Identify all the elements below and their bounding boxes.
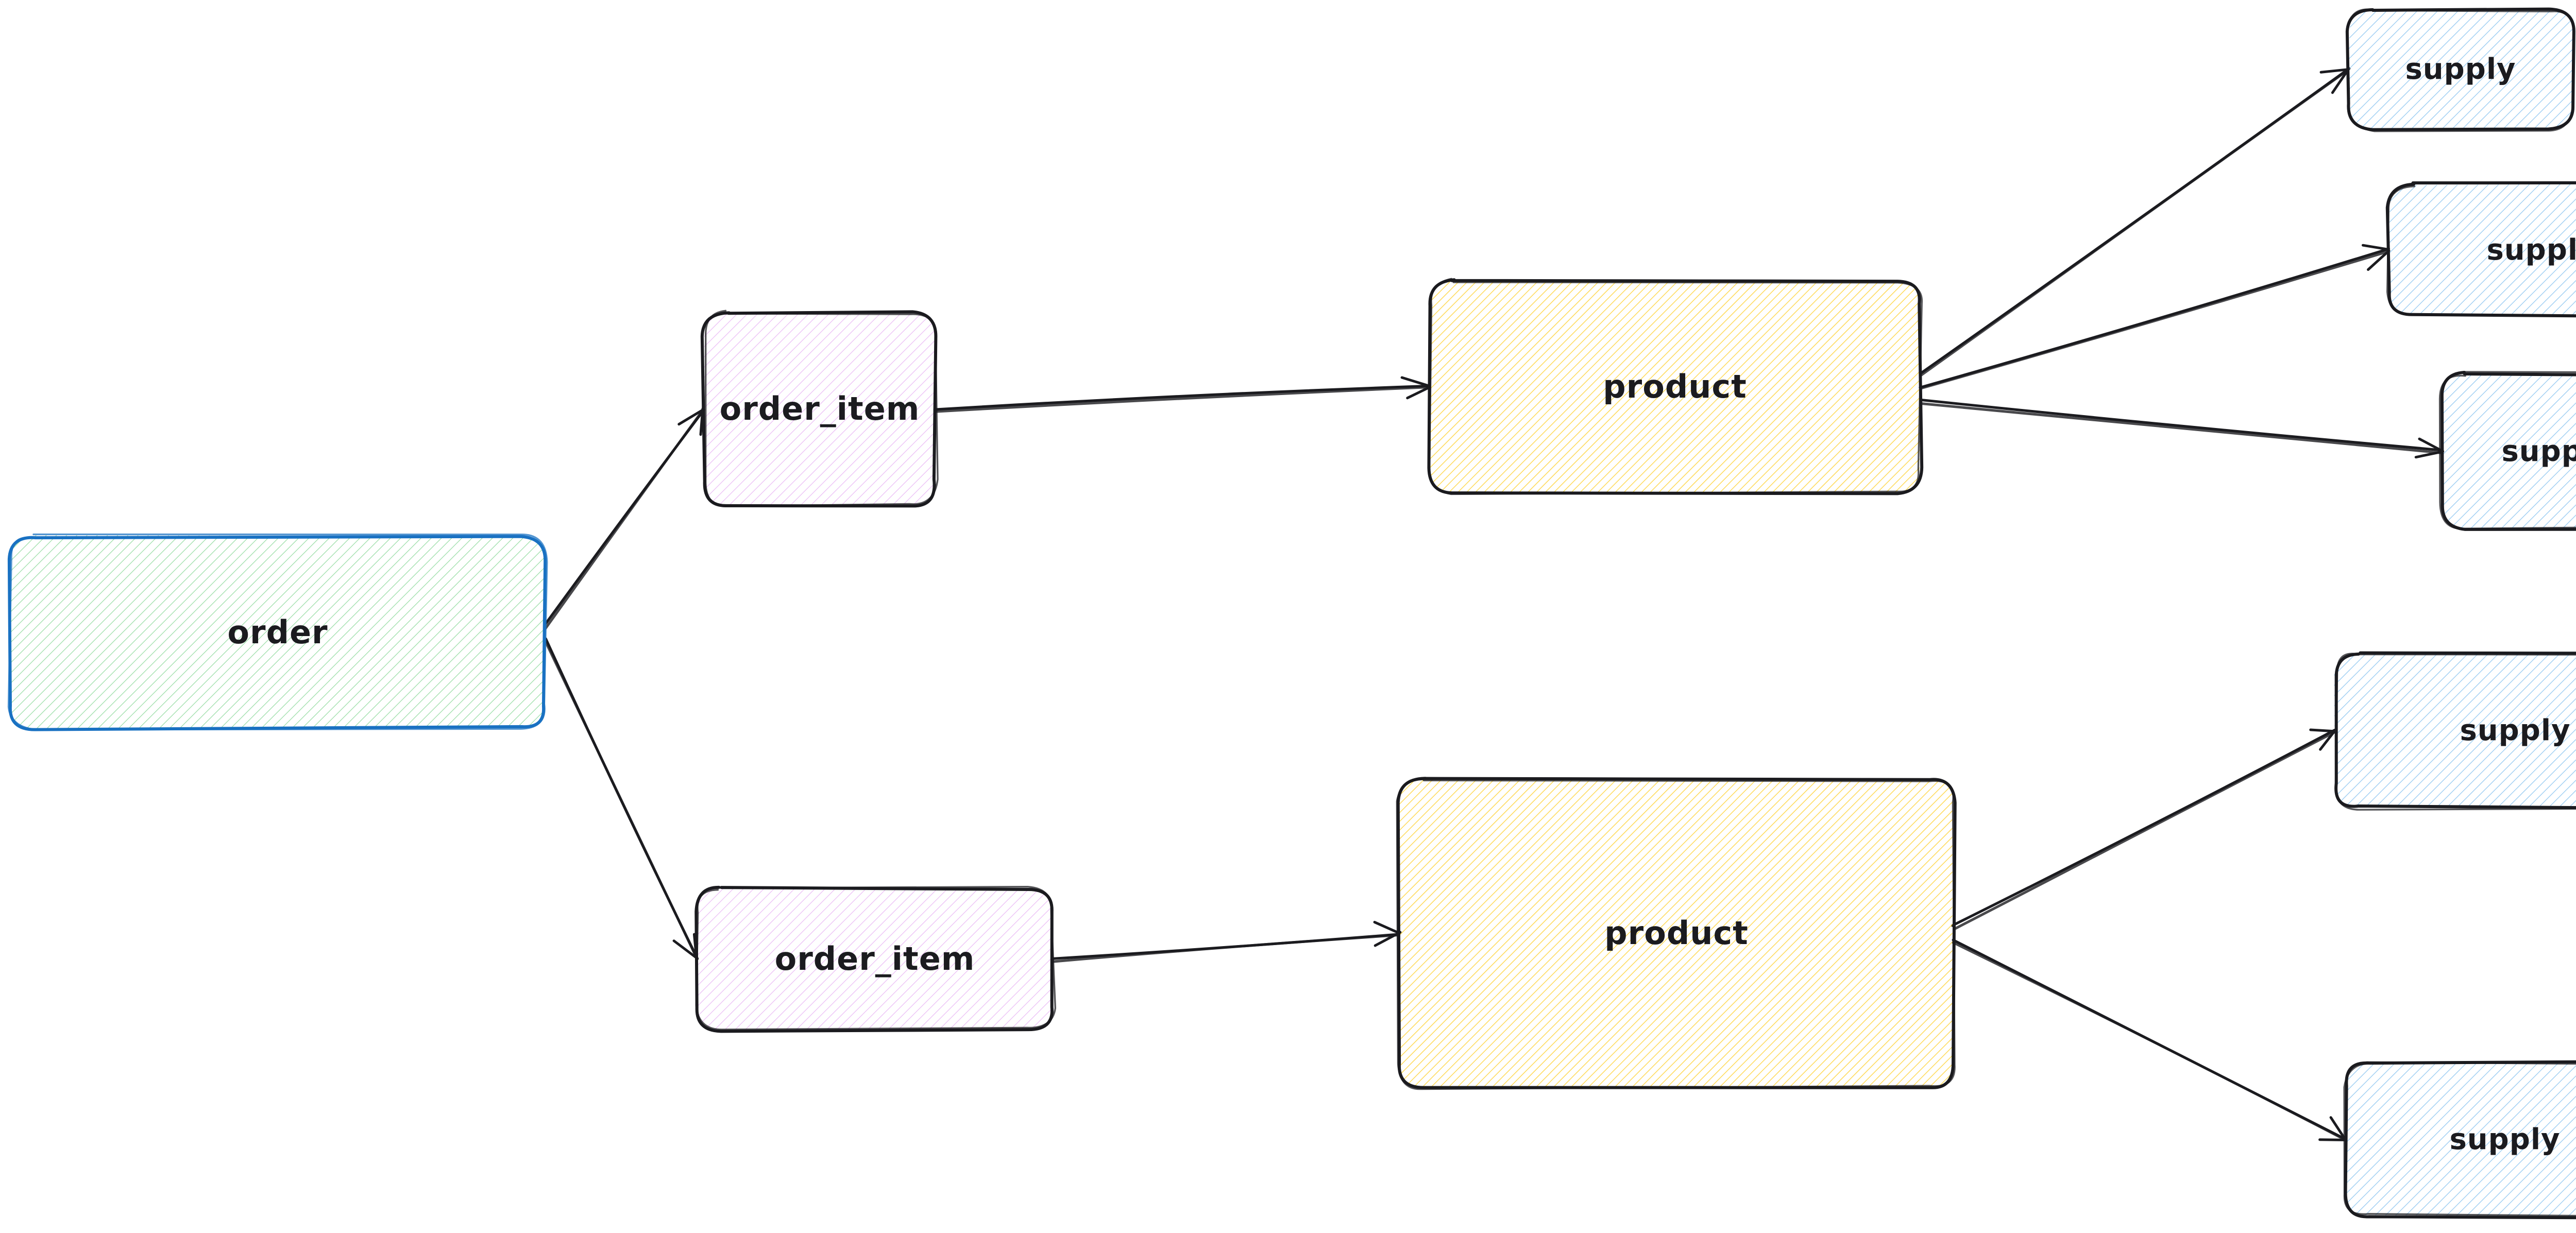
arrowhead-icon xyxy=(2414,450,2444,459)
nodes-layer: orderorder_itemorder_itemproductproducts… xyxy=(7,7,2576,1220)
node-supply_5[interactable]: supply xyxy=(2343,1060,2576,1220)
node-fill xyxy=(2347,8,2574,130)
edge-order_item_bottom-to-product_bottom[interactable] xyxy=(1051,920,1402,963)
node-order[interactable]: order xyxy=(7,533,548,731)
arrowhead-icon xyxy=(2418,437,2445,453)
arrowhead-icon xyxy=(2329,1116,2347,1140)
edge-line xyxy=(544,408,704,630)
node-fill xyxy=(9,535,545,730)
node-supply_3[interactable]: supply xyxy=(2438,370,2576,531)
node-outline xyxy=(1428,278,1923,495)
node-supply_1[interactable]: supply xyxy=(2345,7,2575,132)
edge-order-to-order_item_top[interactable] xyxy=(543,407,705,630)
arrowhead-icon xyxy=(1406,386,1430,400)
node-label-product_top: product xyxy=(1603,368,1747,405)
node-label-supply_3: supply xyxy=(2501,435,2576,468)
node-outline xyxy=(2438,371,2576,530)
edge-line xyxy=(1952,941,2348,1142)
node-supply_2[interactable]: supply xyxy=(2385,181,2576,318)
node-label-order_item_bottom: order_item xyxy=(775,940,975,978)
node-label-supply_2: supply xyxy=(2486,233,2576,267)
edge-line xyxy=(933,384,1430,411)
node-label-product_bottom: product xyxy=(1604,914,1748,952)
node-supply_4[interactable]: supply xyxy=(2334,651,2576,811)
edge-line xyxy=(1919,247,2390,389)
node-fill xyxy=(697,887,1053,1031)
node-order_item_bottom[interactable]: order_item xyxy=(694,885,1057,1033)
node-product_bottom[interactable]: product xyxy=(1396,777,1957,1090)
edge-line xyxy=(1052,934,1400,963)
arrowhead-icon xyxy=(1374,931,1402,947)
node-order_item_top[interactable]: order_item xyxy=(700,310,939,508)
node-fill xyxy=(1428,280,1922,493)
node-outline xyxy=(2347,8,2575,132)
edge-line xyxy=(544,639,699,961)
node-outline xyxy=(2386,182,2576,317)
edge-order-to-order_item_bottom[interactable] xyxy=(544,637,699,961)
node-label-supply_5: supply xyxy=(2449,1123,2560,1156)
node-fill xyxy=(2334,652,2576,808)
edges-layer xyxy=(543,67,2445,1142)
arrowhead-icon xyxy=(1400,376,1431,387)
node-label-supply_4: supply xyxy=(2460,714,2570,747)
node-fill xyxy=(703,312,937,506)
node-fill xyxy=(1398,777,1953,1089)
node-outline xyxy=(2440,370,2576,531)
edge-product_top-to-supply_3[interactable] xyxy=(1920,399,2445,459)
edge-line xyxy=(1953,730,2337,930)
arrowhead-icon xyxy=(2309,728,2337,733)
node-label-supply_1: supply xyxy=(2405,53,2516,86)
arrowhead-icon xyxy=(672,939,698,960)
arrowhead-icon xyxy=(1373,920,1401,935)
node-fill xyxy=(2441,372,2576,529)
edge-product_bottom-to-supply_5[interactable] xyxy=(1952,938,2348,1142)
edge-product_top-to-supply_1[interactable] xyxy=(1919,67,2351,377)
arrowhead-icon xyxy=(2367,249,2391,271)
arrowhead-icon xyxy=(677,408,704,426)
node-outline xyxy=(704,310,939,507)
node-outline xyxy=(7,533,548,731)
arrowhead-icon xyxy=(2319,728,2337,751)
arrowhead-icon xyxy=(2361,244,2389,251)
node-outline xyxy=(695,885,1057,1031)
edge-line xyxy=(1921,402,2443,454)
node-outline xyxy=(2334,653,2576,811)
edge-product_top-to-supply_2[interactable] xyxy=(1919,244,2391,390)
edge-line xyxy=(1919,250,2389,390)
edge-line xyxy=(1951,729,2336,927)
node-fill xyxy=(2387,184,2576,316)
node-label-order: order xyxy=(227,613,328,651)
edge-line xyxy=(1920,399,2443,452)
arrowhead-icon xyxy=(2331,68,2350,94)
node-outline xyxy=(1396,777,1956,1090)
arrowhead-icon xyxy=(2319,68,2350,74)
edge-line xyxy=(1919,68,2350,377)
edge-line xyxy=(936,386,1431,413)
node-outline xyxy=(2343,1061,2576,1217)
edge-order_item_top-to-product_top[interactable] xyxy=(933,376,1431,413)
node-product_top[interactable]: product xyxy=(1427,278,1924,495)
node-fill xyxy=(2345,1061,2576,1217)
edge-product_bottom-to-supply_4[interactable] xyxy=(1951,728,2337,930)
node-label-order_item_top: order_item xyxy=(720,390,920,427)
